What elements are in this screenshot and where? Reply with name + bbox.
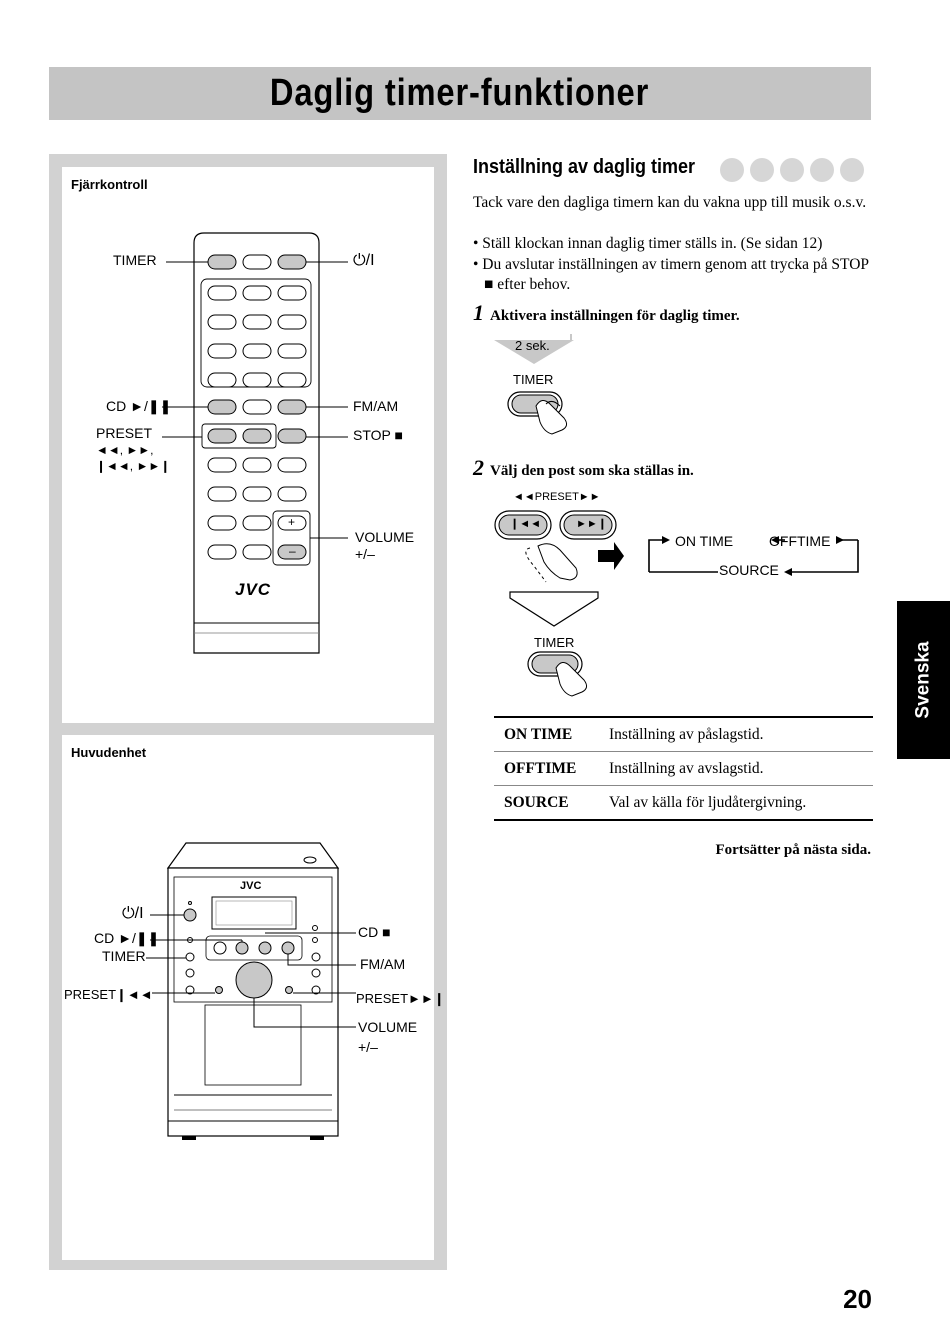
timer-hold-illustration (494, 334, 574, 435)
unit-volume-sign: +/– (358, 1039, 378, 1055)
intro-text: Tack vare den dagliga timern kan du vakn… (473, 194, 867, 211)
remote-stop-label: STOP ■ (353, 427, 403, 443)
table-key: ON TIME (494, 716, 599, 752)
table-row: OFFTIME Inställning av avslagstid. (494, 751, 873, 786)
table-value: Val av källa för ljudåtergivning. (599, 785, 873, 821)
cycle-source: SOURCE (719, 562, 779, 578)
step1-timer-label: TIMER (513, 372, 554, 387)
bullet-stop: • Du avslutar inställningen av timern ge… (473, 256, 869, 293)
remote-power-label: ⏻/I (353, 252, 375, 269)
step-1-number: 1 (473, 300, 484, 325)
title-bar: Daglig timer-funktioner (49, 67, 871, 120)
main-unit-box: Huvudenhet (62, 735, 445, 1260)
step-2-text: Välj den post som ska ställas in. (490, 463, 694, 479)
table-row: SOURCE Val av källa för ljudåtergivning. (494, 785, 873, 821)
settings-table: ON TIME Inställning av påslagstid. OFFTI… (494, 716, 873, 821)
page-number: 20 (843, 1284, 872, 1314)
preset-next-icon: ►►❙ (576, 518, 607, 530)
unit-brand-logo: JVC (240, 880, 262, 892)
step-1: 1 Aktivera inställningen för daglig timer… (473, 300, 740, 326)
volume-plus-icon: + (288, 515, 296, 529)
remote-heading: Fjärrkontroll (71, 177, 148, 192)
remote-volume-sign: +/– (355, 546, 375, 562)
language-tab-label: Svenska (912, 641, 934, 719)
unit-preset-prev-label: PRESET❙◄◄ (64, 987, 153, 1002)
table-value: Inställning av avslagstid. (599, 751, 873, 786)
remote-preset-label: PRESET (96, 425, 153, 441)
page-title: Daglig timer-funktioner (270, 72, 650, 114)
illustration-panel: Fjärrkontroll (49, 154, 447, 1270)
unit-preset-next-label: PRESET►►❙ (356, 991, 445, 1006)
main-unit-heading: Huvudenhet (71, 745, 147, 760)
table-row: ON TIME Inställning av påslagstid. (494, 716, 873, 752)
unit-fmam-label: FM/AM (360, 956, 406, 972)
remote-fmam-label: FM/AM (353, 398, 399, 414)
table-key: SOURCE (494, 785, 599, 821)
remote-control-box: Fjärrkontroll (62, 167, 434, 723)
step2-timer-label: TIMER (534, 635, 575, 650)
table-key: OFFTIME (494, 751, 599, 786)
unit-volume-label: VOLUME (358, 1019, 418, 1035)
step-2: 2 Välj den post som ska ställas in. (473, 455, 694, 481)
remote-cd-label: CD ►/❚❚ (106, 398, 172, 414)
main-unit-drawing (146, 842, 356, 1140)
preset-select-illustration (494, 510, 859, 697)
unit-timer-label: TIMER (102, 948, 146, 964)
step-2-number: 2 (473, 455, 484, 480)
cycle-off-time: OFFTIME (769, 533, 831, 549)
remote-timer-label: TIMER (113, 252, 157, 268)
cycle-on-time: ON TIME (675, 533, 734, 549)
hold-duration-label: 2 sek. (515, 338, 550, 353)
heading-dots-decoration (720, 158, 870, 187)
language-tab: Svenska (897, 601, 950, 759)
remote-control-drawing (162, 232, 348, 654)
bullet-clock: • Ställ klockan innan daglig timer ställ… (473, 235, 823, 252)
unit-power-label: ⏻/I (122, 905, 144, 922)
table-value: Inställning av påslagstid. (599, 716, 873, 752)
remote-preset-symbols-1: ◄◄, ►►, (96, 443, 154, 457)
remote-brand-logo: JVC (235, 580, 272, 599)
preset-label: ◄◄PRESET►► (513, 491, 601, 503)
step-1-text: Aktivera inställningen för daglig timer. (490, 308, 740, 324)
continue-note: Fortsätter på nästa sida. (715, 842, 871, 858)
preset-prev-icon: ❙◄◄ (510, 518, 541, 530)
unit-cd-label: CD ►/❚❚ (94, 930, 160, 946)
section-heading: Inställning av daglig timer (473, 156, 696, 178)
remote-volume-label: VOLUME (355, 529, 415, 545)
unit-cd-stop-label: CD ■ (358, 924, 391, 940)
volume-minus-icon: – (289, 544, 296, 558)
remote-preset-symbols-2: ❙◄◄, ►►❙ (96, 459, 171, 473)
